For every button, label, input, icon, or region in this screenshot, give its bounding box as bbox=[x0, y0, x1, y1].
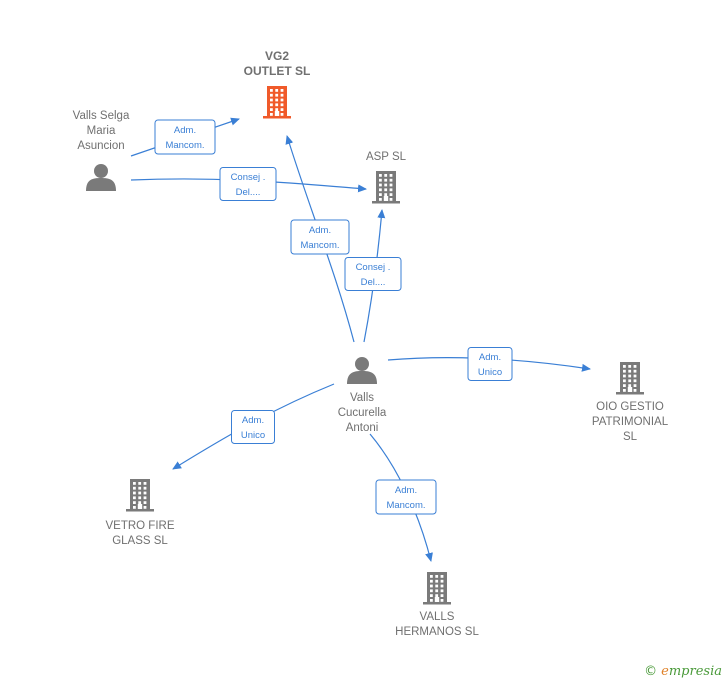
node-label: VETRO FIRE bbox=[105, 520, 174, 532]
edge-valls_cucurella-to-valls_hermanos[interactable]: Adm. Mancom. bbox=[369, 433, 437, 562]
role-label-box[interactable] bbox=[467, 347, 513, 381]
role-label-box[interactable] bbox=[154, 119, 216, 155]
copyright-symbol: © bbox=[644, 664, 658, 679]
relationship-graph: Adm. Mancom. Consej . Del.... Adm. Mancom. Con… bbox=[73, 49, 669, 638]
role-label-text: Mancom. bbox=[300, 240, 339, 251]
node-label: GLASS SL bbox=[112, 535, 168, 547]
node-label: Valls bbox=[350, 392, 374, 404]
role-label-text: Adm. bbox=[309, 225, 331, 236]
role-label-box[interactable] bbox=[344, 257, 402, 291]
role-label-text: Consej . bbox=[231, 172, 266, 183]
edge-valls_cucurella-to-vetro[interactable]: Adm. Unico bbox=[172, 383, 335, 470]
node-label: Antoni bbox=[346, 422, 379, 434]
role-label-box[interactable] bbox=[290, 219, 350, 255]
building-icon bbox=[372, 171, 400, 204]
brand-initial: e bbox=[661, 664, 669, 679]
role-label-text: Adm. bbox=[174, 125, 196, 136]
edge-valls_cucurella-to-vg2[interactable]: Adm. Mancom. bbox=[285, 135, 355, 343]
node-vetro[interactable]: VETRO FIRE GLASS SL bbox=[105, 479, 175, 547]
building-icon bbox=[263, 86, 291, 119]
node-oio[interactable]: OIO GESTIO PATRIMONIAL SL bbox=[592, 362, 669, 443]
building-icon bbox=[423, 572, 451, 605]
node-label: Cucurella bbox=[338, 407, 387, 419]
role-label-box[interactable] bbox=[219, 167, 277, 201]
node-label: OIO GESTIO bbox=[596, 401, 664, 413]
node-label: ASP SL bbox=[366, 151, 407, 163]
role-label-text: Adm. bbox=[479, 352, 501, 363]
empresia-brand[interactable]: ©empresia bbox=[644, 664, 722, 679]
role-label-text: Mancom. bbox=[165, 140, 204, 151]
edge-valls_selga-to-asp[interactable]: Consej . Del.... bbox=[130, 167, 367, 201]
person-icon bbox=[347, 357, 377, 384]
person-icon bbox=[86, 164, 116, 191]
role-label-box[interactable] bbox=[231, 410, 275, 444]
edge-valls_selga-to-vg2[interactable]: Adm. Mancom. bbox=[130, 117, 240, 157]
building-icon bbox=[616, 362, 644, 395]
building-icon bbox=[126, 479, 154, 512]
role-label-text: Unico bbox=[478, 367, 502, 378]
role-label-text: Mancom. bbox=[386, 500, 425, 511]
node-label: Maria bbox=[87, 125, 116, 137]
role-label-text: Adm. bbox=[395, 485, 417, 496]
edges-layer: Adm. Mancom. Consej . Del.... Adm. Mancom. Con… bbox=[130, 117, 591, 562]
node-label: PATRIMONIAL bbox=[592, 416, 669, 428]
brand-name: mpresia bbox=[668, 664, 722, 679]
node-label: SL bbox=[623, 431, 638, 443]
node-valls_hermanos[interactable]: VALLS HERMANOS SL bbox=[395, 572, 479, 638]
role-label-text: Del.... bbox=[361, 277, 386, 288]
role-label-text: Unico bbox=[241, 430, 265, 441]
node-label: VG2 bbox=[265, 49, 289, 63]
edge-valls_cucurella-to-oio[interactable]: Adm. Unico bbox=[387, 347, 591, 381]
role-label-text: Consej . bbox=[356, 262, 391, 273]
role-label-text: Adm. bbox=[242, 415, 264, 426]
node-label: OUTLET SL bbox=[244, 64, 311, 78]
node-asp[interactable]: ASP SL bbox=[366, 151, 407, 204]
role-label-box[interactable] bbox=[375, 479, 437, 515]
node-label: Asuncion bbox=[77, 140, 124, 152]
node-label: Valls Selga bbox=[73, 110, 130, 122]
node-label: HERMANOS SL bbox=[395, 626, 479, 638]
role-label-text: Del.... bbox=[236, 187, 261, 198]
node-label: VALLS bbox=[420, 611, 455, 623]
edge-valls_cucurella-to-asp[interactable]: Consej . Del.... bbox=[344, 209, 402, 343]
